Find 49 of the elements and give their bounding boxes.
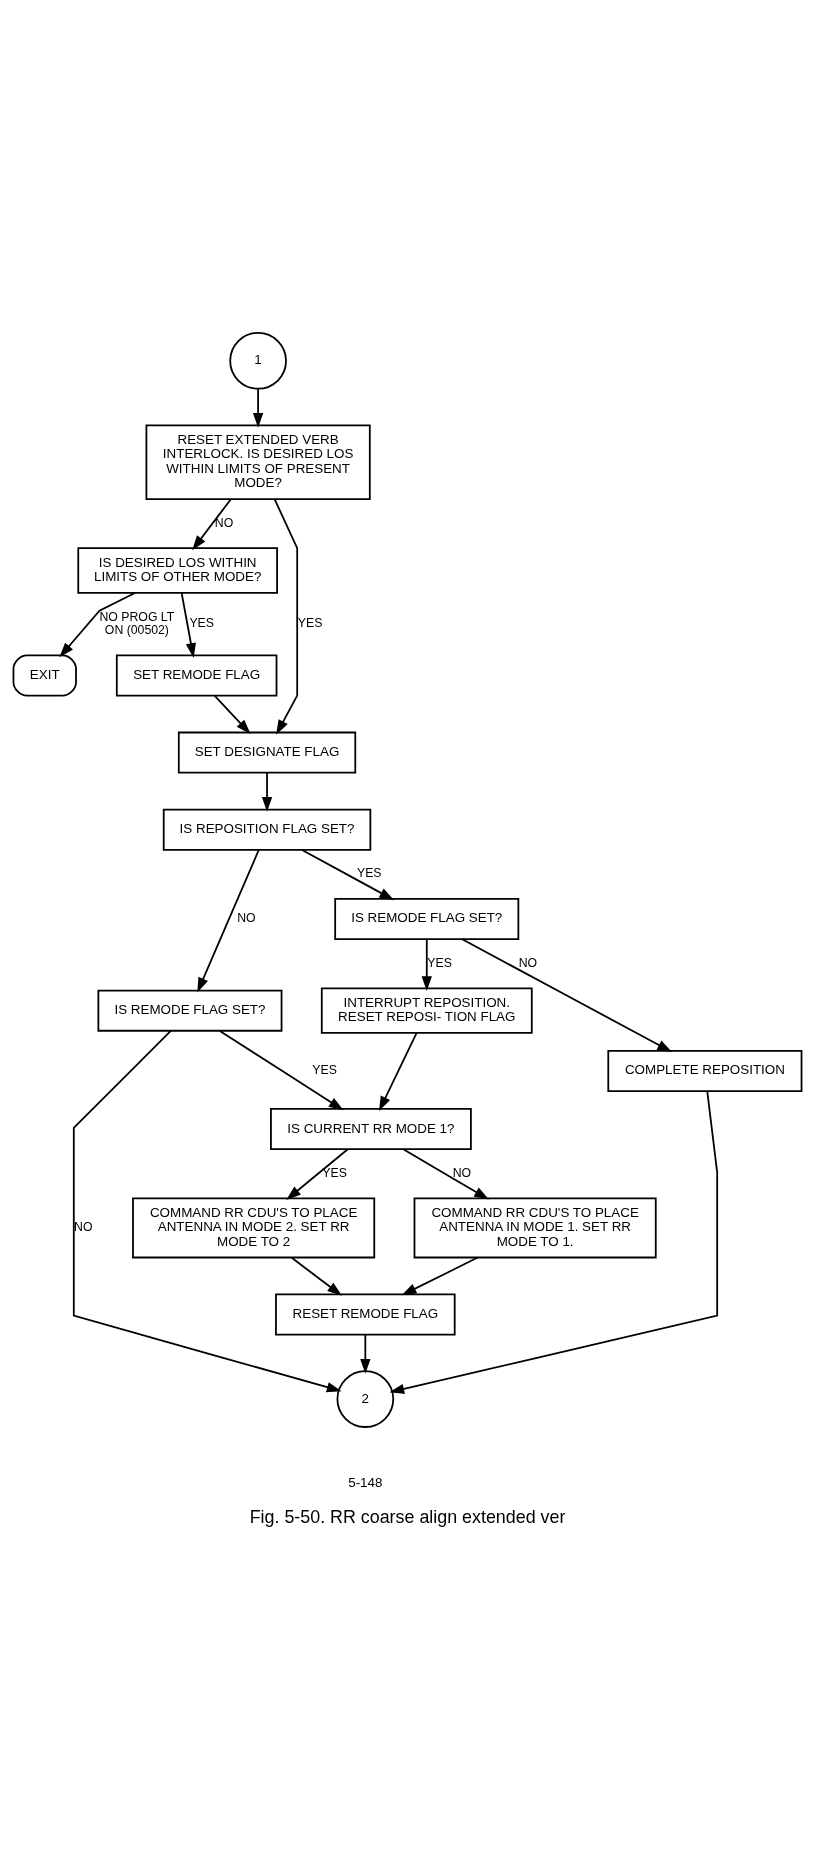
arrow xyxy=(290,1256,342,1296)
arrow xyxy=(460,937,672,1052)
node-box: INTERRUPT REPOSITION. RESET REPOSI- TION FLAG xyxy=(320,986,533,1034)
arrow xyxy=(359,1333,370,1374)
edge-label: NO xyxy=(73,1219,92,1234)
arrow xyxy=(180,591,196,658)
node-box: SET REMODE FLAG xyxy=(115,654,277,697)
node-box: COMPLETE REPOSITION xyxy=(606,1049,802,1092)
edge-label: YES xyxy=(297,615,322,630)
node-box: RESET EXTENDED VERB INTERLOCK. IS DESIRED LOS WITHIN LIMITS OF PRESENT MODE? xyxy=(145,423,371,500)
arrow xyxy=(261,771,272,812)
node-box: RESET REMODE FLAG xyxy=(274,1292,456,1335)
node-box: COMMAND RR CDU'S TO PLACE ANTENNA IN MODE 1. SET RR MODE TO 1. xyxy=(413,1196,657,1258)
arrow xyxy=(213,694,251,734)
edge-label: NO PROG LT ON (00502) xyxy=(99,609,174,637)
edge-label: YES xyxy=(311,1062,337,1077)
arrow xyxy=(252,387,263,428)
arrow xyxy=(421,938,432,991)
arrow xyxy=(300,848,394,900)
arrow xyxy=(218,1029,344,1110)
node-box: EXIT xyxy=(12,654,77,697)
edge-label: YES xyxy=(356,865,382,880)
arrow xyxy=(285,1147,349,1200)
arrow xyxy=(378,1031,417,1111)
label: 5-148 xyxy=(347,1474,382,1490)
arrow xyxy=(191,497,232,550)
node-box: IS DESIRED LOS WITHIN LIMITS OF OTHER MODE? xyxy=(76,546,278,594)
arrow xyxy=(401,1147,489,1200)
node-box: IS REMODE FLAG SET? xyxy=(96,989,282,1032)
arrow xyxy=(273,497,298,735)
node-circle: 2 xyxy=(336,1369,394,1428)
edge-label: YES xyxy=(188,615,214,630)
arrow xyxy=(58,591,136,657)
arrow xyxy=(72,1029,342,1392)
arrow xyxy=(388,1090,718,1394)
edge-label: NO xyxy=(518,955,537,970)
arrow xyxy=(401,1256,479,1295)
caption: Fig. 5-50. RR coarse align extended ver xyxy=(249,1506,565,1527)
node-box: IS CURRENT RR MODE 1? xyxy=(269,1107,472,1150)
edge-label: NO xyxy=(452,1165,471,1180)
node-box: SET DESIGNATE FLAG xyxy=(177,731,356,774)
edge-label: NO xyxy=(236,910,256,925)
node-circle: 1 xyxy=(228,331,287,390)
arrow xyxy=(196,848,260,992)
node-box: IS REMODE FLAG SET? xyxy=(333,897,519,940)
edge-label: YES xyxy=(321,1165,347,1180)
node-box: IS REPOSITION FLAG SET? xyxy=(162,808,371,851)
edge-label: NO xyxy=(214,515,233,530)
node-box: COMMAND RR CDU'S TO PLACE ANTENNA IN MODE 2. SET RR MODE TO 2 xyxy=(131,1196,375,1258)
